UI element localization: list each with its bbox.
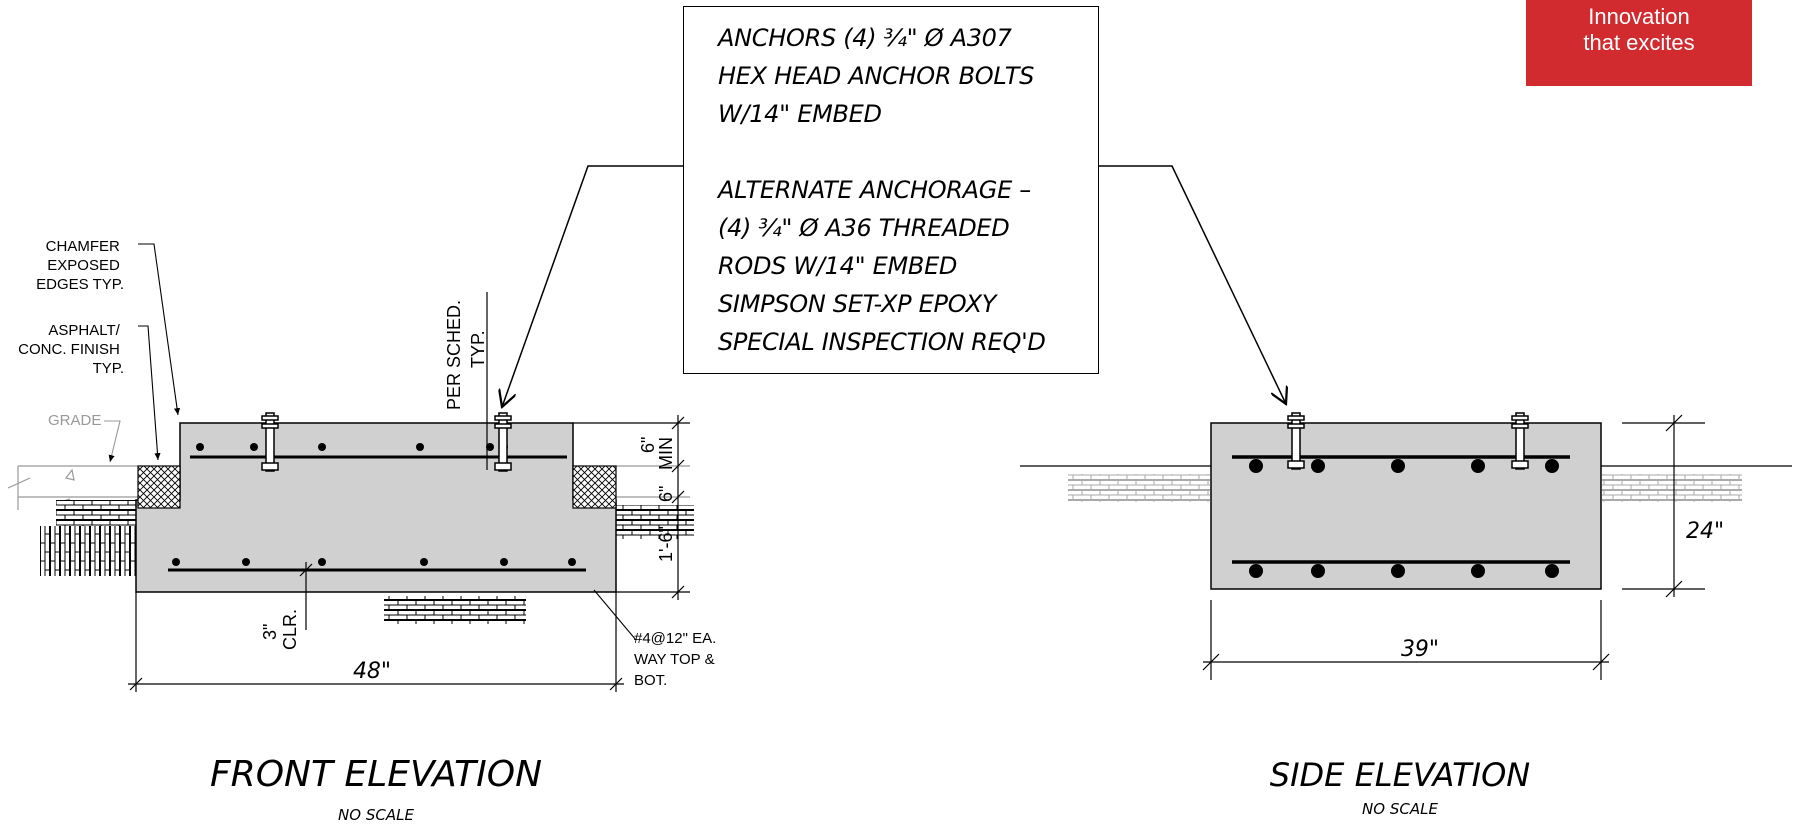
rebar-label: #4@12" EA. WAY TOP & BOT. (634, 630, 720, 689)
front-soil-left (56, 500, 138, 528)
asphalt-label: ASPHALT/ CONC. FINISH TYP. (18, 322, 124, 377)
callout-leaders (502, 165, 1286, 407)
front-anchor-bolt-right (494, 412, 512, 472)
grade-label: GRADE (48, 412, 101, 429)
side-soil-left (1068, 474, 1210, 502)
front-soil-left-lower (40, 526, 136, 576)
callout-line: SPECIAL INSPECTION REQ'D (718, 328, 1046, 356)
front-leaders (104, 243, 637, 641)
side-elevation-title: SIDE ELEVATION (1269, 756, 1531, 794)
side-elevation-subtitle: NO SCALE (1362, 800, 1438, 818)
front-elevation: CHAMFER EXPOSED EDGES TYP. ASPHALT/ CONC… (7, 238, 720, 692)
side-elevation: 24" 39" (1020, 412, 1792, 680)
front-soil-bottom (384, 596, 526, 624)
dim-1ft-6in: 1'-6" (656, 526, 676, 562)
clr-label: CLR. (280, 609, 300, 650)
per-sched-label: PER SCHED. (444, 300, 464, 410)
front-elevation-title: FRONT ELEVATION (209, 754, 543, 795)
side-bottom-rebar-dots (1249, 564, 1559, 578)
front-clearance-dimension (299, 562, 313, 630)
front-anchor-bolt-left (261, 412, 279, 472)
front-height-dimension (573, 415, 690, 600)
dim-6in-top: 6" (638, 437, 658, 453)
side-width-dimension (1202, 600, 1610, 680)
callout-line: ALTERNATE ANCHORAGE – (718, 176, 1031, 204)
logo-line-2: that excites (1583, 30, 1695, 55)
dim-6in-mid: 6" (656, 486, 676, 502)
front-finish-left (137, 465, 181, 509)
side-top-rebar-dots (1249, 459, 1559, 473)
callout-line: ANCHORS (4) ¾" Ø A307 (718, 24, 1012, 52)
front-width-dimension (128, 592, 624, 692)
anchor-callout-box: ANCHORS (4) ¾" Ø A307 HEX HEAD ANCHOR BO… (683, 6, 1099, 374)
dim-min: MIN (656, 437, 676, 470)
callout-spacer (718, 133, 1098, 171)
callout-line: HEX HEAD ANCHOR BOLTS (718, 62, 1035, 90)
side-concrete (1210, 422, 1602, 590)
typ-label: TYP. (468, 330, 488, 368)
front-bottom-rebar-dots (172, 558, 576, 566)
brand-logo: Innovation that excites (1526, 0, 1752, 86)
side-anchor-bolt-left (1287, 412, 1305, 470)
clr-3in: 3" (260, 624, 280, 640)
callout-line: (4) ¾" Ø A36 THREADED (718, 214, 1010, 242)
callout-line: W/14" EMBED (718, 100, 882, 128)
side-soil-right (1602, 474, 1742, 502)
side-anchor-bolt-right (1511, 412, 1529, 470)
side-height-dimension (1622, 414, 1705, 598)
callout-line: SIMPSON SET-XP EPOXY (718, 290, 997, 318)
side-height-label: 24" (1686, 519, 1724, 544)
front-concrete (135, 422, 617, 593)
callout-line: RODS W/14" EMBED (718, 252, 958, 280)
front-soil-right (616, 505, 694, 539)
front-width-label: 48" (353, 659, 391, 684)
side-width-label: 39" (1401, 637, 1439, 662)
chamfer-label: CHAMFER EXPOSED EDGES TYP. (36, 238, 124, 293)
front-finish-right (572, 465, 617, 509)
logo-line-1: Innovation (1588, 4, 1690, 29)
front-elevation-subtitle: NO SCALE (338, 806, 414, 824)
